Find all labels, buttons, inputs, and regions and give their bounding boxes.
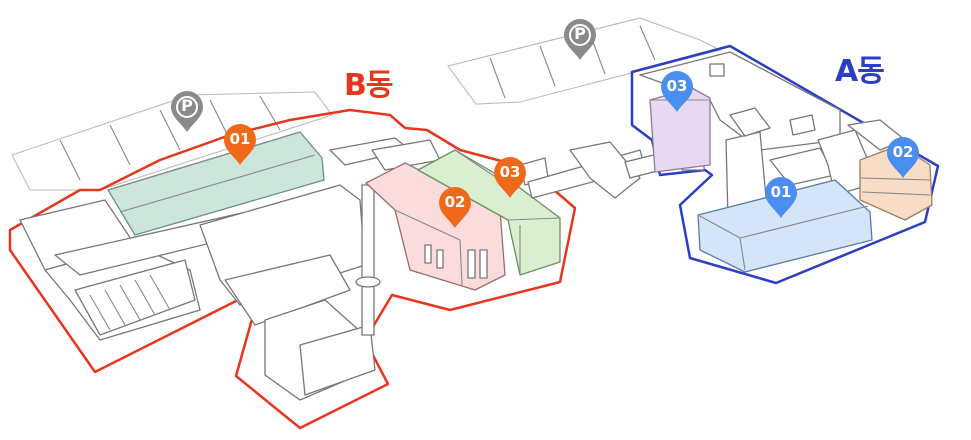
marker-b03[interactable]: 03 (493, 156, 527, 200)
zone-a-boundary (630, 44, 940, 285)
marker-a03-label: 03 (666, 77, 688, 95)
zone-a-label: A동 (835, 54, 885, 89)
marker-a02-label: 02 (892, 143, 914, 161)
parking-marker-right[interactable]: P (563, 18, 597, 62)
marker-a03[interactable]: 03 (660, 70, 694, 114)
marker-b01[interactable]: 01 (223, 123, 257, 167)
marker-a02[interactable]: 02 (886, 136, 920, 180)
zone-b-buildings (19, 137, 441, 401)
building-b03[interactable] (417, 149, 561, 276)
marker-a01[interactable]: 01 (764, 176, 798, 220)
marker-a01-label: 01 (770, 183, 792, 201)
marker-b03-label: 03 (499, 163, 521, 181)
marker-b02[interactable]: 02 (438, 186, 472, 230)
zone-a-buildings (639, 51, 906, 231)
parking-icon: P (574, 24, 586, 43)
parking-icon: P (181, 96, 193, 115)
marker-b02-label: 02 (444, 193, 466, 211)
zone-b-label: B동 (344, 68, 393, 103)
marker-b01-label: 01 (229, 130, 251, 148)
parking-marker-left[interactable]: P (170, 90, 204, 134)
